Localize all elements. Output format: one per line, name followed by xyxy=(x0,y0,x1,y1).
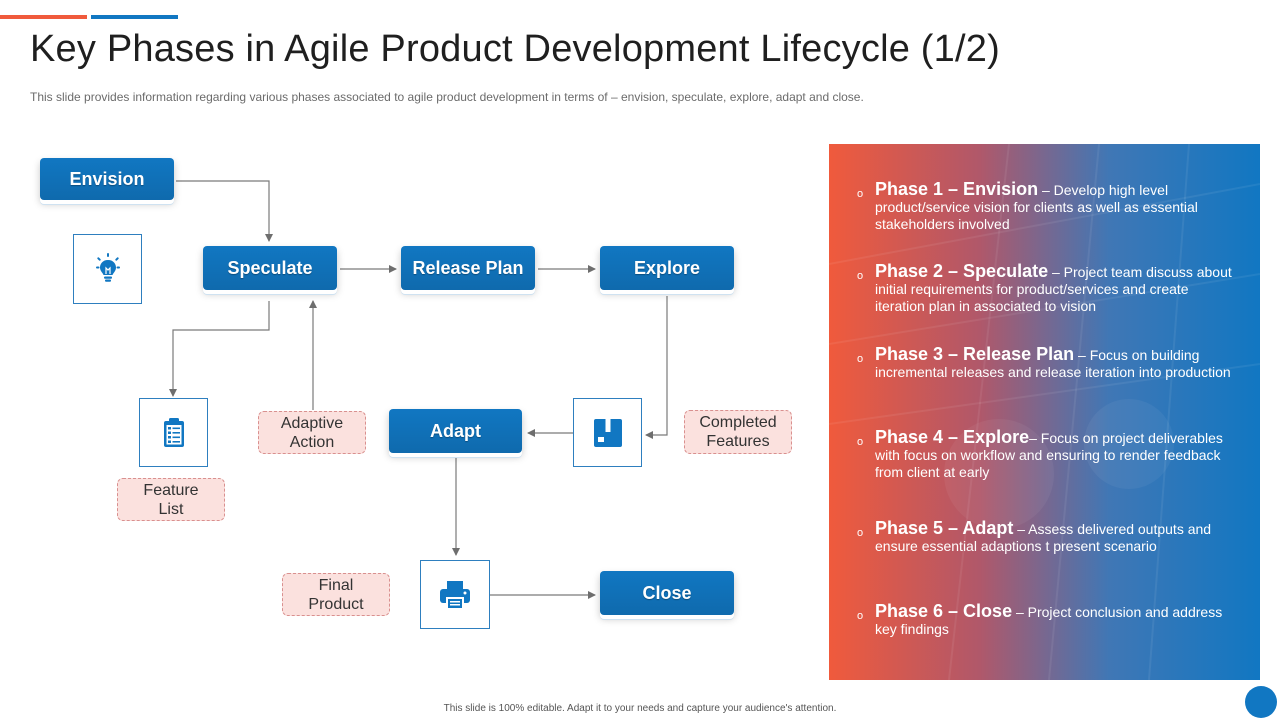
accent-bar-orange xyxy=(0,15,87,19)
clipboard-icon xyxy=(163,417,184,447)
bullet-icon: o xyxy=(857,188,864,200)
arrow-speculate-to-feature-list xyxy=(169,301,270,397)
speculate-box: Speculate xyxy=(203,246,337,290)
close-box: Close xyxy=(600,571,734,615)
final-product-icon-box xyxy=(420,560,490,629)
lightbulb-icon xyxy=(95,253,120,282)
arrow-explore-to-box xyxy=(645,296,668,439)
bullet-icon: o xyxy=(857,436,864,448)
explore-box: Explore xyxy=(600,246,734,290)
bullet-icon: o xyxy=(857,353,864,365)
phase-description-panel: o Phase 1 – Envision – Develop high leve… xyxy=(829,144,1260,680)
phase-item-3: o Phase 3 – Release Plan – Focus on buil… xyxy=(857,344,1231,380)
completed-features-icon-box xyxy=(573,398,642,467)
accent-bar-blue xyxy=(91,15,178,19)
box-icon xyxy=(593,418,622,447)
phase-item-6: o Phase 6 – Close – Project conclusion a… xyxy=(857,601,1223,637)
arrow-envision-to-speculate xyxy=(176,180,273,242)
envision-box: Envision xyxy=(40,158,174,200)
bullet-icon: o xyxy=(857,527,864,539)
feature-list-icon-box xyxy=(139,398,208,467)
flow-connectors xyxy=(169,180,668,599)
phase-item-2: o Phase 2 – Speculate – Project team dis… xyxy=(857,261,1232,314)
corner-circle-decoration xyxy=(1245,686,1277,718)
panel-background-texture xyxy=(829,144,1260,680)
bullet-icon: o xyxy=(857,610,864,622)
page-title: Key Phases in Agile Product Development … xyxy=(30,28,1000,70)
footer-note: This slide is 100% editable. Adapt it to… xyxy=(443,703,837,714)
envision-icon-box xyxy=(73,234,142,304)
release-plan-box: Release Plan xyxy=(401,246,535,290)
phase-item-5: o Phase 5 – Adapt – Assess delivered out… xyxy=(857,518,1212,554)
page-subtitle: This slide provides information regardin… xyxy=(30,90,864,104)
bullet-icon: o xyxy=(857,270,864,282)
printer-icon xyxy=(440,580,470,609)
phase-item-4: o Phase 4 – Explore– Focus on project de… xyxy=(857,427,1223,480)
phase-item-1: o Phase 1 – Envision – Develop high leve… xyxy=(857,179,1198,232)
adapt-box: Adapt xyxy=(389,409,522,453)
